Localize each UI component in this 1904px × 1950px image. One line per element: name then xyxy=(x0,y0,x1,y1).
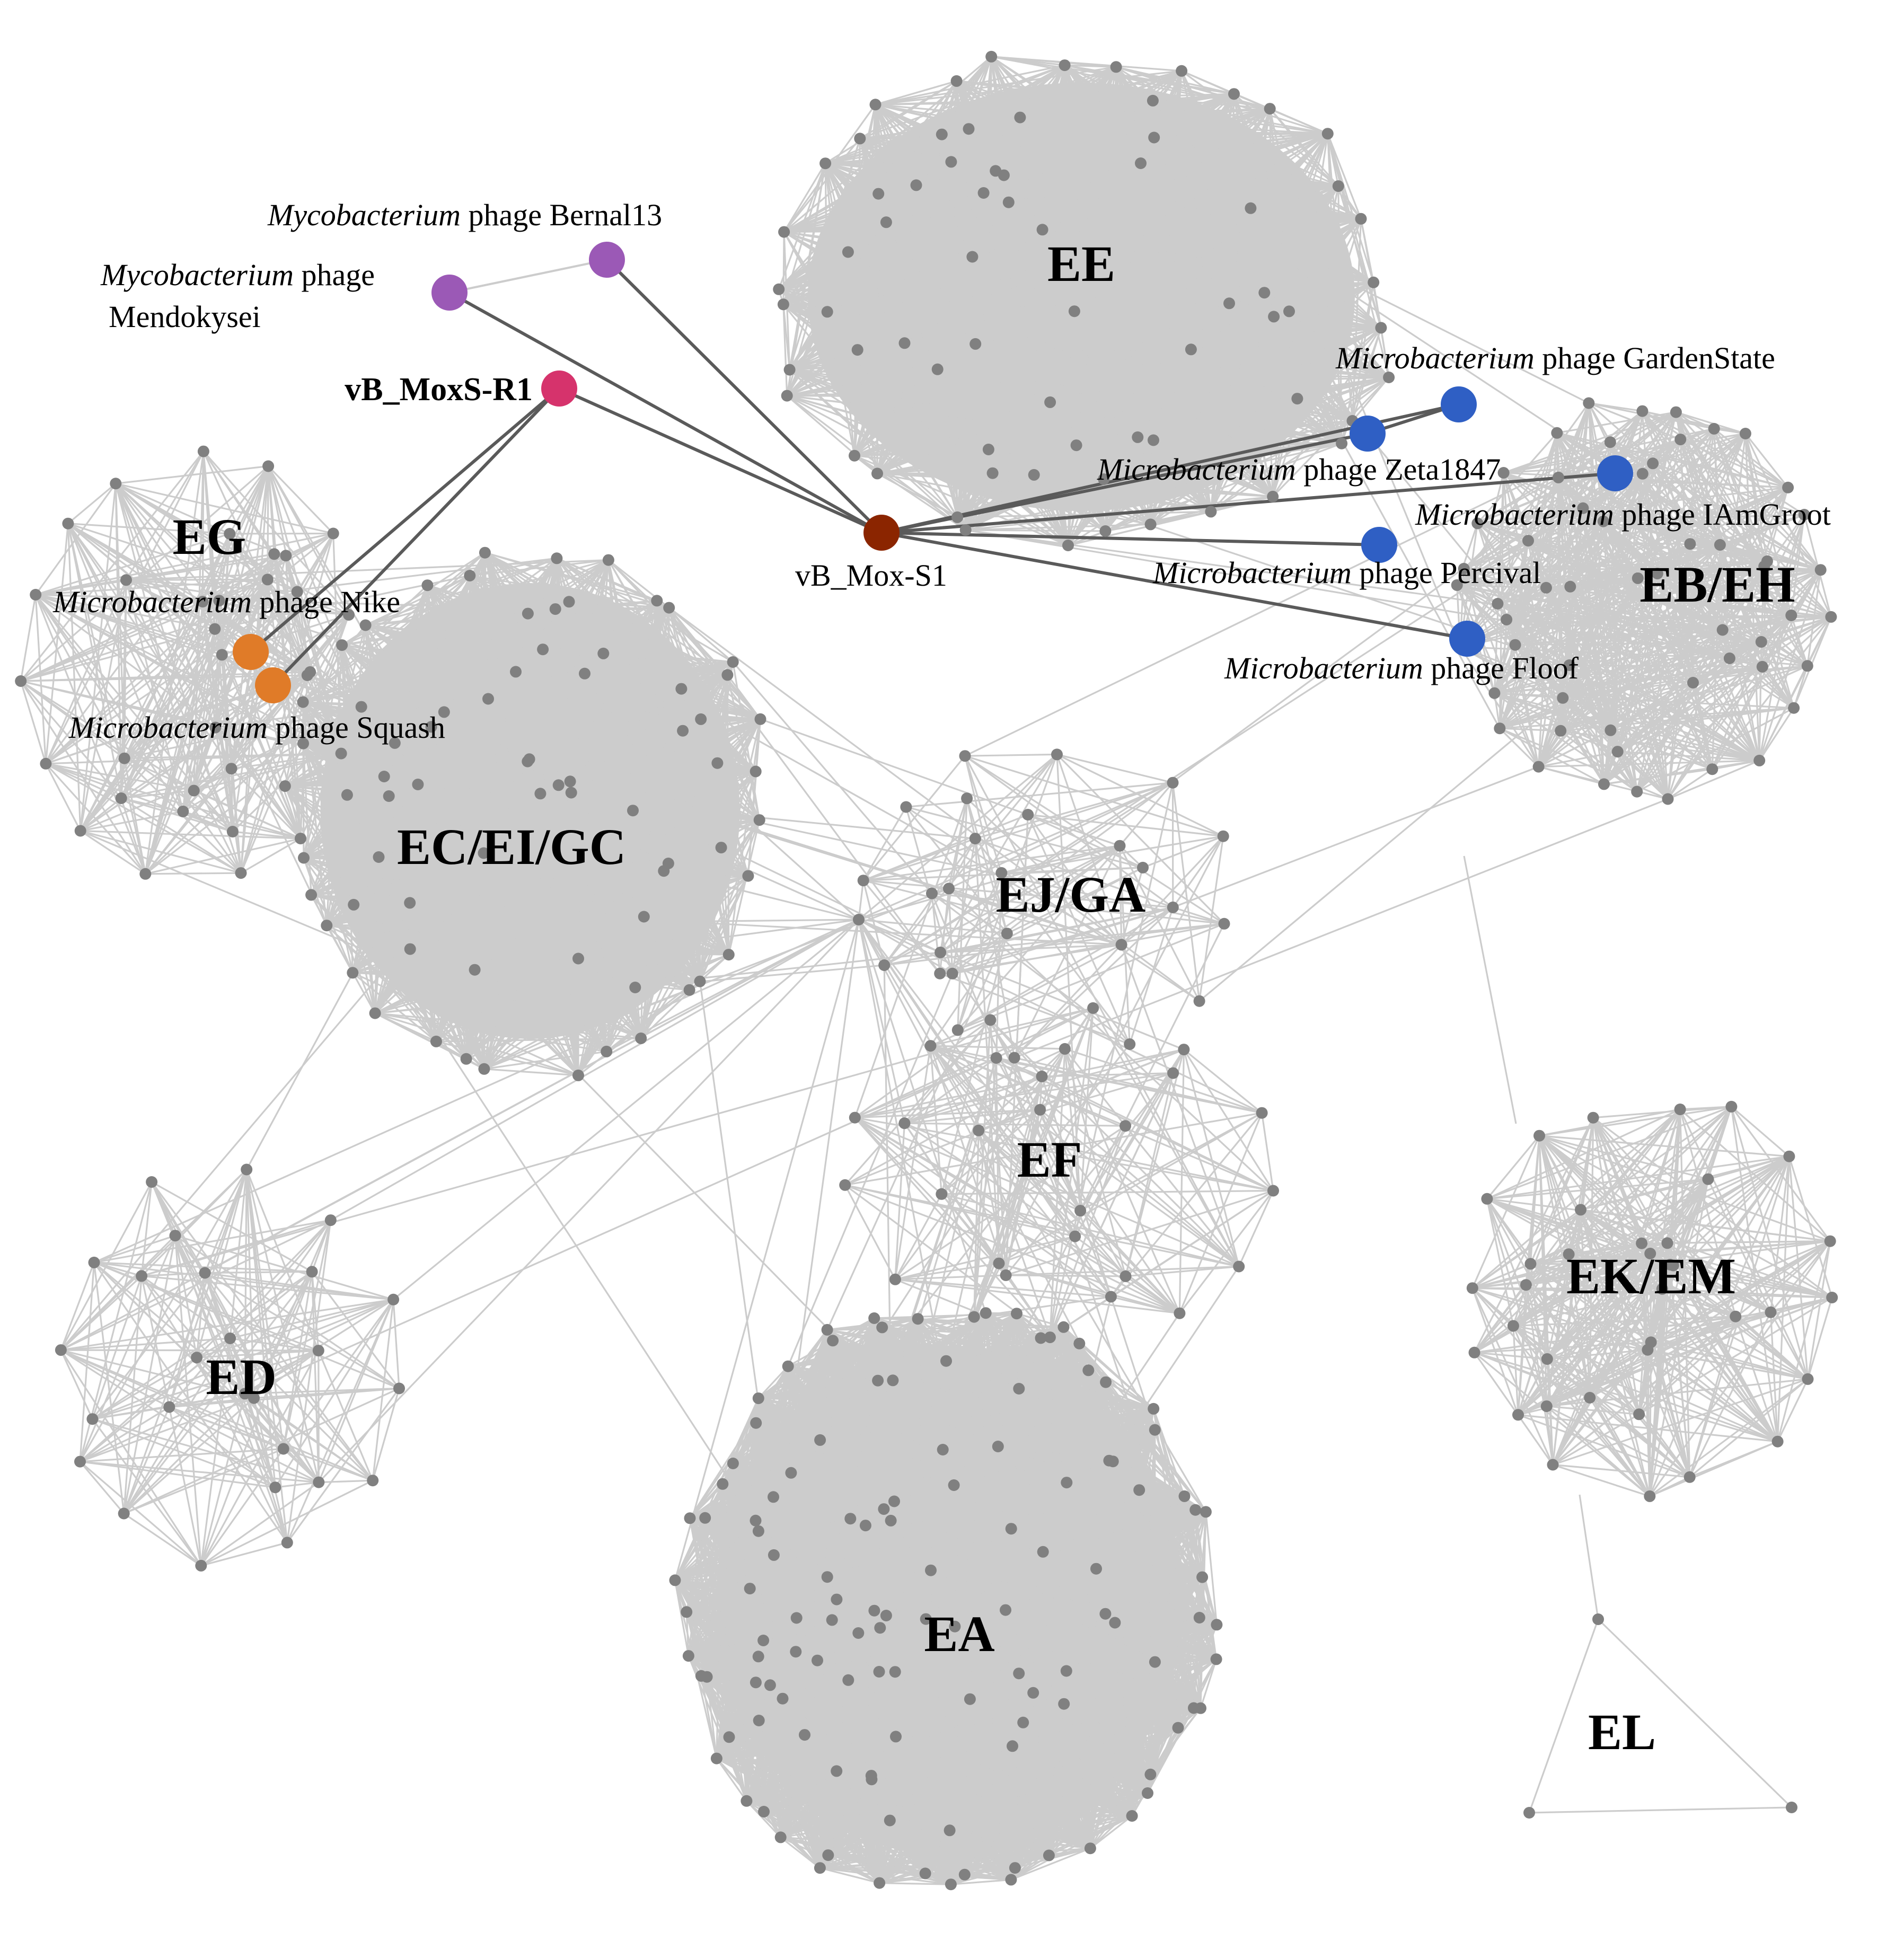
edge-ec-ei-gc xyxy=(347,795,389,796)
edge-ej-ga xyxy=(1057,754,1173,782)
edge-ed xyxy=(80,1462,124,1514)
edge-eg xyxy=(21,595,36,681)
edge-eg xyxy=(21,466,268,682)
edge-ed xyxy=(124,1514,201,1566)
edge-ed xyxy=(94,1236,175,1263)
edge-eg xyxy=(145,873,241,874)
edge-ed xyxy=(205,1272,312,1273)
edge-eg xyxy=(241,839,301,873)
edge-ee xyxy=(827,311,1074,312)
edge-ed xyxy=(393,1300,399,1389)
edge-ed xyxy=(205,1170,247,1273)
edge-ef xyxy=(1262,1113,1273,1191)
edge-ef xyxy=(1179,1049,1184,1313)
edge-ea xyxy=(1200,1618,1201,1708)
edge-ed xyxy=(201,1480,373,1566)
edge-ej-ga xyxy=(1057,754,1223,836)
edge-eg xyxy=(36,595,46,764)
edge-ed xyxy=(319,1480,373,1482)
edge-eg xyxy=(116,466,268,484)
edge-ef xyxy=(1006,1275,1126,1276)
edge-ej-ga xyxy=(965,754,1057,756)
edge-ec-ei-gc xyxy=(418,784,558,785)
